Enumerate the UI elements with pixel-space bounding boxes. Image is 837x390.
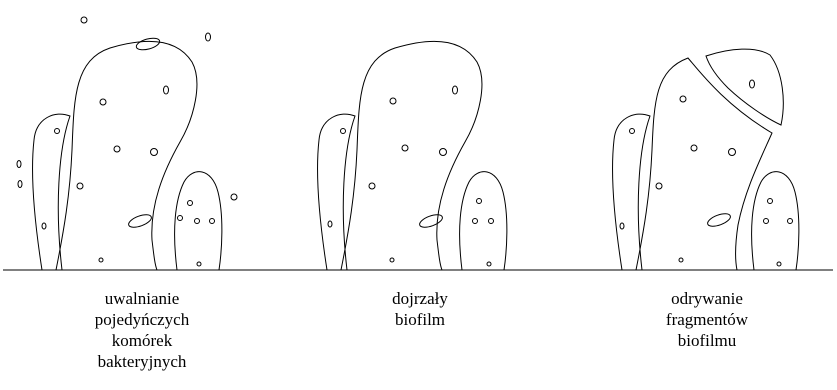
- right-colony: [460, 172, 507, 270]
- caption-line: biofilm: [320, 309, 520, 330]
- caption-line: fragmentów: [607, 309, 807, 330]
- panel-mature: [318, 41, 507, 270]
- caption-dispersal: uwalnianie pojedyńczych komórek bakteryj…: [42, 288, 242, 372]
- caption-line: odrywanie: [607, 288, 807, 309]
- left-colony: [318, 114, 355, 270]
- detached-fragment: [706, 49, 783, 125]
- caption-detachment: odrywanie fragmentów biofilmu: [607, 288, 807, 351]
- bacteria-inside: [620, 80, 793, 266]
- left-colony: [613, 114, 650, 270]
- caption-line: bakteryjnych: [42, 351, 242, 372]
- bacteria-inside: [328, 86, 494, 266]
- central-colony: [56, 41, 197, 270]
- panel-detachment: [613, 49, 799, 270]
- caption-line: biofilmu: [607, 330, 807, 351]
- panel-dispersal: [17, 17, 237, 270]
- caption-mature: dojrzały biofilm: [320, 288, 520, 330]
- central-colony: [341, 41, 482, 270]
- caption-line: komórek: [42, 330, 242, 351]
- caption-line: pojedyńczych: [42, 309, 242, 330]
- caption-line: dojrzały: [320, 288, 520, 309]
- right-colony: [752, 172, 799, 270]
- left-colony: [33, 114, 70, 270]
- caption-line: uwalnianie: [42, 288, 242, 309]
- biofilm-diagram: [0, 0, 837, 280]
